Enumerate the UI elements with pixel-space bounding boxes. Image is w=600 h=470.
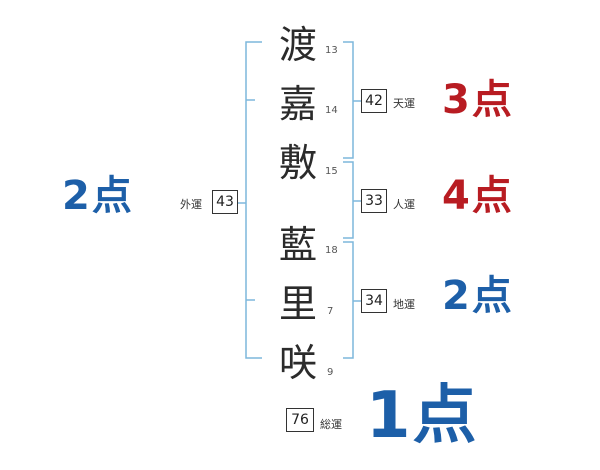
- chi-score: 2点: [442, 273, 514, 319]
- jin-value-box: 33: [361, 189, 387, 213]
- stroke-count-1: 13: [325, 45, 338, 56]
- gai-value-box: 43: [212, 190, 238, 214]
- stroke-count-4: 18: [325, 245, 338, 256]
- stroke-count-6: 9: [327, 367, 334, 378]
- gai-score: 2点: [62, 173, 134, 219]
- ten-label: 天運: [393, 97, 415, 110]
- gai-bracket: [245, 41, 262, 359]
- name-char-4: 藍: [278, 223, 317, 267]
- name-char-2: 嘉: [278, 82, 317, 126]
- jin-bracket: [343, 161, 354, 239]
- gai-label: 外運: [180, 198, 202, 211]
- name-char-5: 里: [278, 282, 317, 326]
- name-char-3: 敷: [278, 141, 317, 185]
- jin-score: 4点: [442, 173, 514, 219]
- name-char-1: 渡: [278, 23, 317, 67]
- stroke-count-3: 15: [325, 166, 338, 177]
- ten-bracket: [343, 41, 354, 159]
- ten-value-box: 42: [361, 89, 387, 113]
- chi-value-box: 34: [361, 289, 387, 313]
- chi-bracket: [343, 241, 354, 359]
- sou-score: 1点: [366, 379, 479, 453]
- chi-label: 地運: [393, 298, 415, 311]
- name-char-6: 咲: [278, 341, 317, 385]
- ten-score: 3点: [442, 77, 514, 123]
- stroke-count-5: 7: [327, 306, 334, 317]
- stroke-count-2: 14: [325, 105, 338, 116]
- sou-label: 総運: [320, 418, 342, 431]
- jin-label: 人運: [393, 198, 415, 211]
- sou-value-box: 76: [286, 408, 314, 432]
